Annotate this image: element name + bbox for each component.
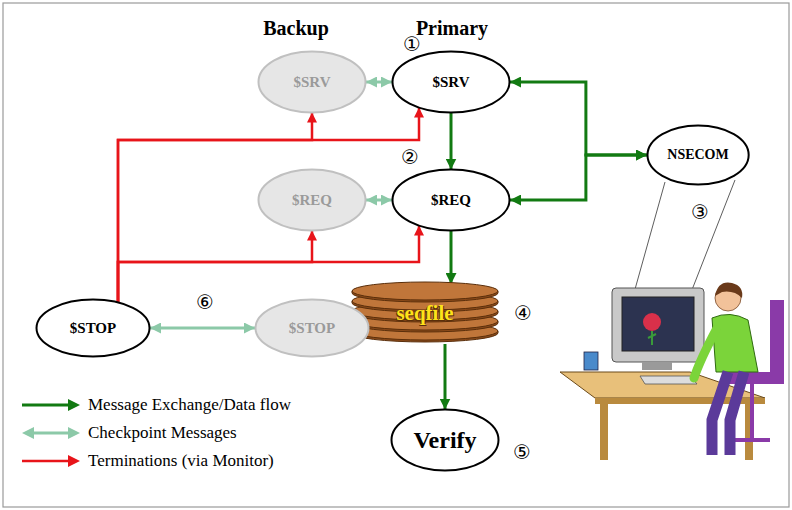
primary-process: $REQ xyxy=(391,168,511,232)
callout-number: ⑥ xyxy=(196,290,214,314)
callout-number: ① xyxy=(403,32,421,56)
data-flow-arrow xyxy=(444,344,447,410)
node-label: $STOP xyxy=(70,320,116,337)
checkpoint-arrow xyxy=(366,81,392,84)
termination-arrow xyxy=(118,231,312,303)
legend-text: Terminations (via Monitor) xyxy=(88,451,274,471)
primary-process: $STOP xyxy=(35,298,151,358)
backup-process: $STOP xyxy=(254,298,370,358)
node-label: $REQ xyxy=(431,192,471,209)
node-label: $SRV xyxy=(294,74,331,91)
data-flow-arrow xyxy=(510,82,647,155)
column-heading: Backup xyxy=(263,17,329,40)
termination-arrow xyxy=(118,108,419,303)
node-label: $REQ xyxy=(292,192,332,209)
backup-process: $SRV xyxy=(257,50,367,114)
column-heading: Primary xyxy=(416,17,488,40)
data-flow-arrow xyxy=(450,231,453,285)
callout-number: ④ xyxy=(514,301,532,325)
frame xyxy=(3,3,789,507)
legend-text: Message Exchange/Data flow xyxy=(88,395,291,415)
primary-process: $SRV xyxy=(391,50,511,114)
process-circle: Verify xyxy=(390,408,500,472)
data-flow-arrow xyxy=(450,113,453,170)
data-flow-arrow xyxy=(510,155,647,200)
node-label: $SRV xyxy=(433,74,470,91)
callout-number: ③ xyxy=(691,200,709,224)
checkpoint-arrow xyxy=(150,327,255,330)
node-label: NSECOM xyxy=(667,147,728,163)
disk-file: seqfile xyxy=(350,282,500,344)
checkpoint-arrow xyxy=(366,199,392,202)
operator-illustration xyxy=(560,180,784,460)
node-label: seqfile xyxy=(396,301,453,326)
process-circle: NSECOM xyxy=(646,124,750,186)
callout-number: ⑤ xyxy=(513,440,531,464)
node-label: $STOP xyxy=(289,320,335,337)
legend-samples xyxy=(22,399,80,467)
callout-number: ② xyxy=(401,145,419,169)
backup-process: $REQ xyxy=(257,168,367,232)
legend-text: Checkpoint Messages xyxy=(88,423,237,443)
node-label: Verify xyxy=(413,427,476,454)
